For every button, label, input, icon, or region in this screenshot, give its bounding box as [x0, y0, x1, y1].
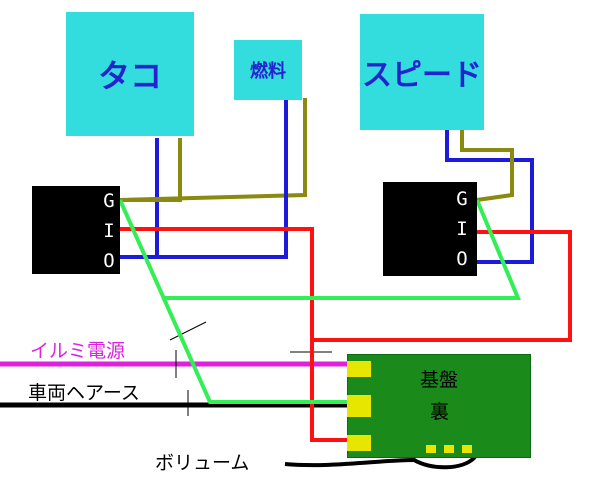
- board-pad-signal: [347, 435, 371, 451]
- left-relay-pin-o: O: [103, 250, 115, 272]
- tacho-label: タコ: [97, 57, 162, 95]
- cut-mark: [169, 321, 207, 341]
- volume-pad-3: [462, 445, 472, 453]
- volume-wire: [284, 458, 415, 468]
- tacho-gauge: タコ: [66, 12, 194, 136]
- cross-green-wire: [162, 199, 522, 300]
- right-relay-pin-g: G: [456, 188, 468, 210]
- left-i-red-wire: [118, 227, 572, 342]
- board-pad-illumination: [347, 361, 371, 377]
- body-ground-label: 車両ヘアース: [28, 382, 140, 404]
- board-red-wire: [310, 340, 350, 442]
- fuel-olive-wire: [119, 98, 307, 202]
- board-pad-ground: [347, 395, 371, 417]
- board-label-line2: 裏: [430, 401, 450, 423]
- volume-pad-1: [426, 445, 436, 453]
- fuel-label: 燃料: [250, 61, 286, 82]
- speed-gauge: スピード: [360, 14, 484, 130]
- speed-blue-wire: [445, 128, 534, 264]
- left-relay-pin-g: G: [103, 190, 115, 212]
- board-label-line1: 基盤: [420, 369, 459, 391]
- fuel-blue-wire: [157, 98, 288, 259]
- volume-label: ボリューム: [155, 452, 250, 474]
- right-relay-pin-i: I: [456, 218, 468, 240]
- tacho-olive-wire: [118, 138, 182, 202]
- volume-pad-2: [444, 445, 454, 453]
- left-relay-pin-i: I: [103, 220, 115, 242]
- right-relay: G I O: [383, 182, 477, 276]
- circuit-board: 基盤 裏: [347, 354, 531, 458]
- right-relay-pin-o: O: [456, 248, 468, 270]
- left-g-green-wire: [118, 199, 350, 404]
- fuel-gauge: 燃料: [234, 40, 302, 100]
- illumination-label: イルミ電源: [30, 340, 126, 362]
- left-relay: G I O: [32, 186, 120, 274]
- speed-label: スピード: [362, 58, 482, 93]
- speed-olive-wire: [460, 128, 514, 202]
